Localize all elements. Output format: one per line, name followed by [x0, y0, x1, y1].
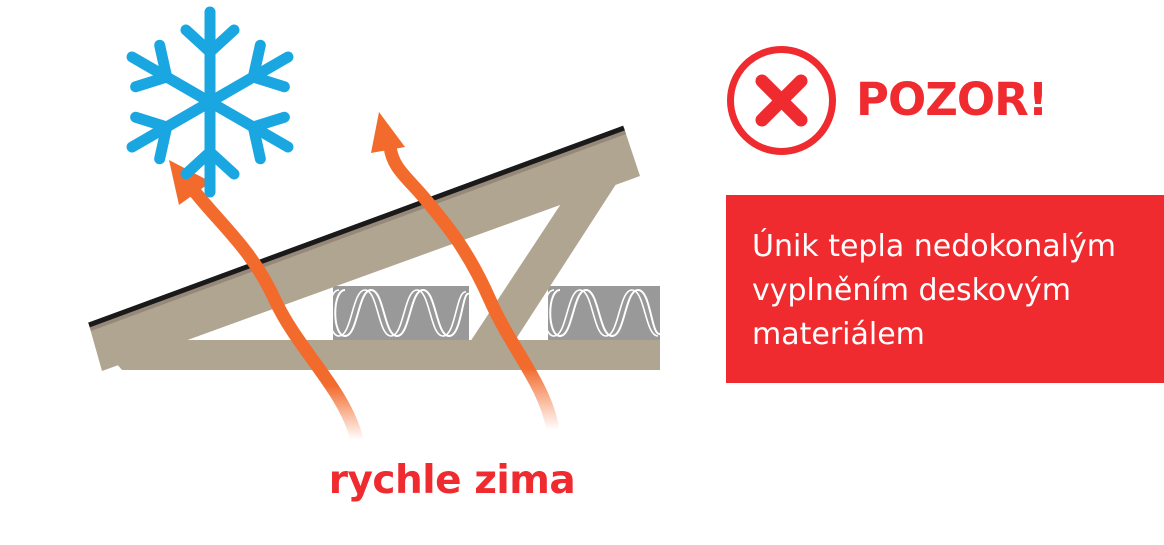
heat-leak-arrow: [169, 160, 364, 442]
warning-box: Únik tepla nedokonalým vyplněním deskový…: [726, 195, 1164, 383]
warning-text: Únik tepla nedokonalým vyplněním deskový…: [752, 229, 1116, 352]
insulation-batt-icon: [328, 286, 470, 340]
close-circle-icon: [727, 46, 836, 155]
roof-diagram: [88, 6, 661, 442]
insulation-batt-icon: [543, 286, 661, 340]
snowflake-icon: [126, 6, 294, 198]
diagram-caption: rychle zima: [328, 458, 576, 503]
roof-covering: [88, 125, 625, 328]
warning-title: POZOR!: [856, 73, 1048, 126]
heat-leak-arrow: [371, 112, 560, 432]
